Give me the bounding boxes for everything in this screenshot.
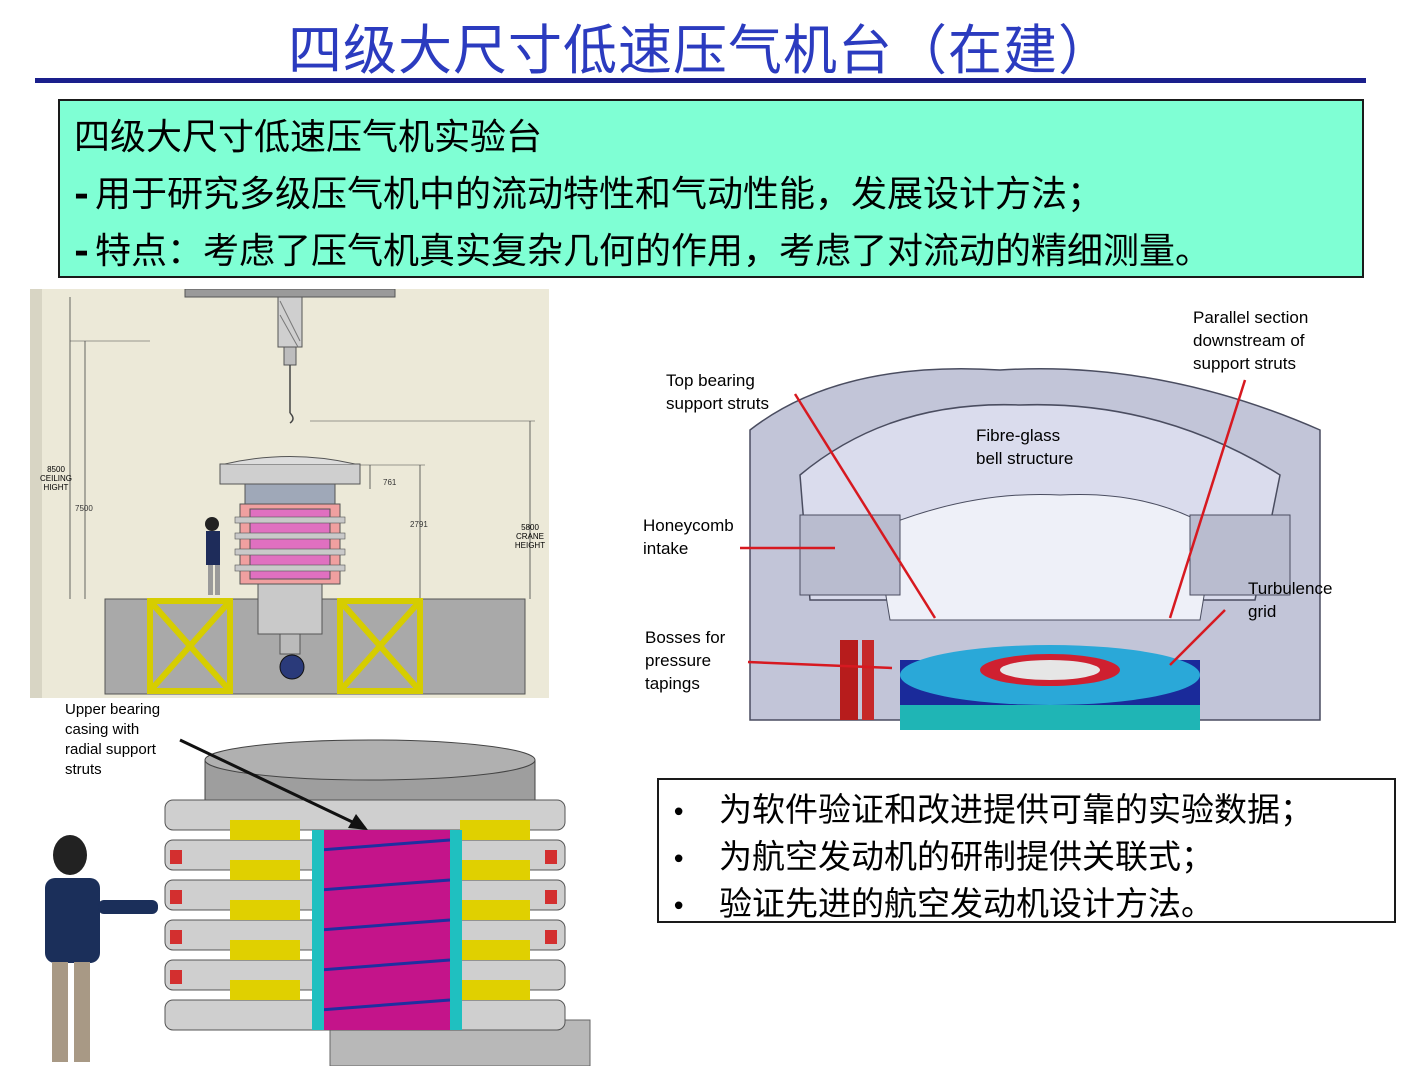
slide-title: 四级大尺寸低速压气机台（在建）: [288, 19, 1113, 82]
label-top-bearing-struts: Top bearing support struts: [666, 371, 769, 413]
bullet-text-2: 为航空发动机的研制提供关联式；: [719, 837, 1214, 876]
info-box: 四级大尺寸低速压气机实验台 -用于研究多级压气机中的流动特性和气动性能，发展设计…: [58, 99, 1364, 278]
bullet-box: • 为软件验证和改进提供可靠的实验数据； • 为航空发动机的研制提供关联式； • 验证…: [657, 778, 1396, 923]
dim-2791: 2791: [410, 520, 428, 529]
bullet-dot-1: •: [671, 798, 687, 828]
label-parallel-section: Parallel section downstream of support s…: [1193, 308, 1309, 373]
dim-ceiling-label: 8500 CEILING HIGHT: [39, 465, 72, 492]
dim-crane-label: 5800 CRANE HEIGHT: [514, 523, 546, 550]
info-dash-2: -: [74, 230, 89, 272]
bullet-text-3: 验证先进的航空发动机设计方法。: [719, 884, 1214, 923]
info-line-2: -特点：考虑了压气机真实复杂几何的作用，考虑了对流动的精细测量。: [74, 223, 1348, 280]
bullet-dot-3: •: [671, 892, 687, 922]
dim-761: 761: [383, 478, 397, 487]
info-line-1: -用于研究多级压气机中的流动特性和气动性能，发展设计方法；: [74, 166, 1348, 223]
rig-drawing-svg: 7500 761 2791 2100: [30, 289, 549, 698]
label-upper-bearing-casing: Upper bearing casing with radial support…: [65, 701, 161, 778]
dim-7500: 7500: [75, 504, 93, 513]
bullet-item-2: • 为航空发动机的研制提供关联式；: [671, 835, 1394, 882]
label-honeycomb-intake: Honeycomb intake: [643, 516, 734, 558]
info-line-1-text: 用于研究多级压气机中的流动特性和气动性能，发展设计方法；: [94, 174, 1103, 215]
label-fibre-glass-bell: Fibre-glass bell structure: [976, 426, 1074, 468]
info-dash-1: -: [74, 173, 89, 215]
compressor-3d-model: Upper bearing casing with radial support…: [30, 700, 592, 1066]
bullet-text-1: 为软件验证和改进提供可靠的实验数据；: [719, 790, 1313, 829]
info-heading: 四级大尺寸低速压气机实验台: [74, 117, 543, 158]
label-bosses-pressure-tapings: Bosses for pressure tapings: [645, 628, 726, 693]
title-rule: [35, 78, 1366, 83]
bell-intake-cutaway: Top bearing support struts Parallel sect…: [640, 300, 1350, 730]
bullet-dot-2: •: [671, 845, 687, 875]
info-line-2-text: 特点：考虑了压气机真实复杂几何的作用，考虑了对流动的精细测量。: [94, 231, 1211, 272]
bullet-item-3: • 验证先进的航空发动机设计方法。: [671, 882, 1394, 929]
bullet-item-1: • 为软件验证和改进提供可靠的实验数据；: [671, 788, 1394, 835]
model-svg: [30, 700, 592, 1066]
rig-engineering-drawing: 7500 761 2791 2100 8500 CEILING HIGHT 58…: [30, 289, 549, 698]
label-turbulence-grid: Turbulence grid: [1248, 579, 1333, 621]
cutaway-svg: [640, 300, 1350, 730]
